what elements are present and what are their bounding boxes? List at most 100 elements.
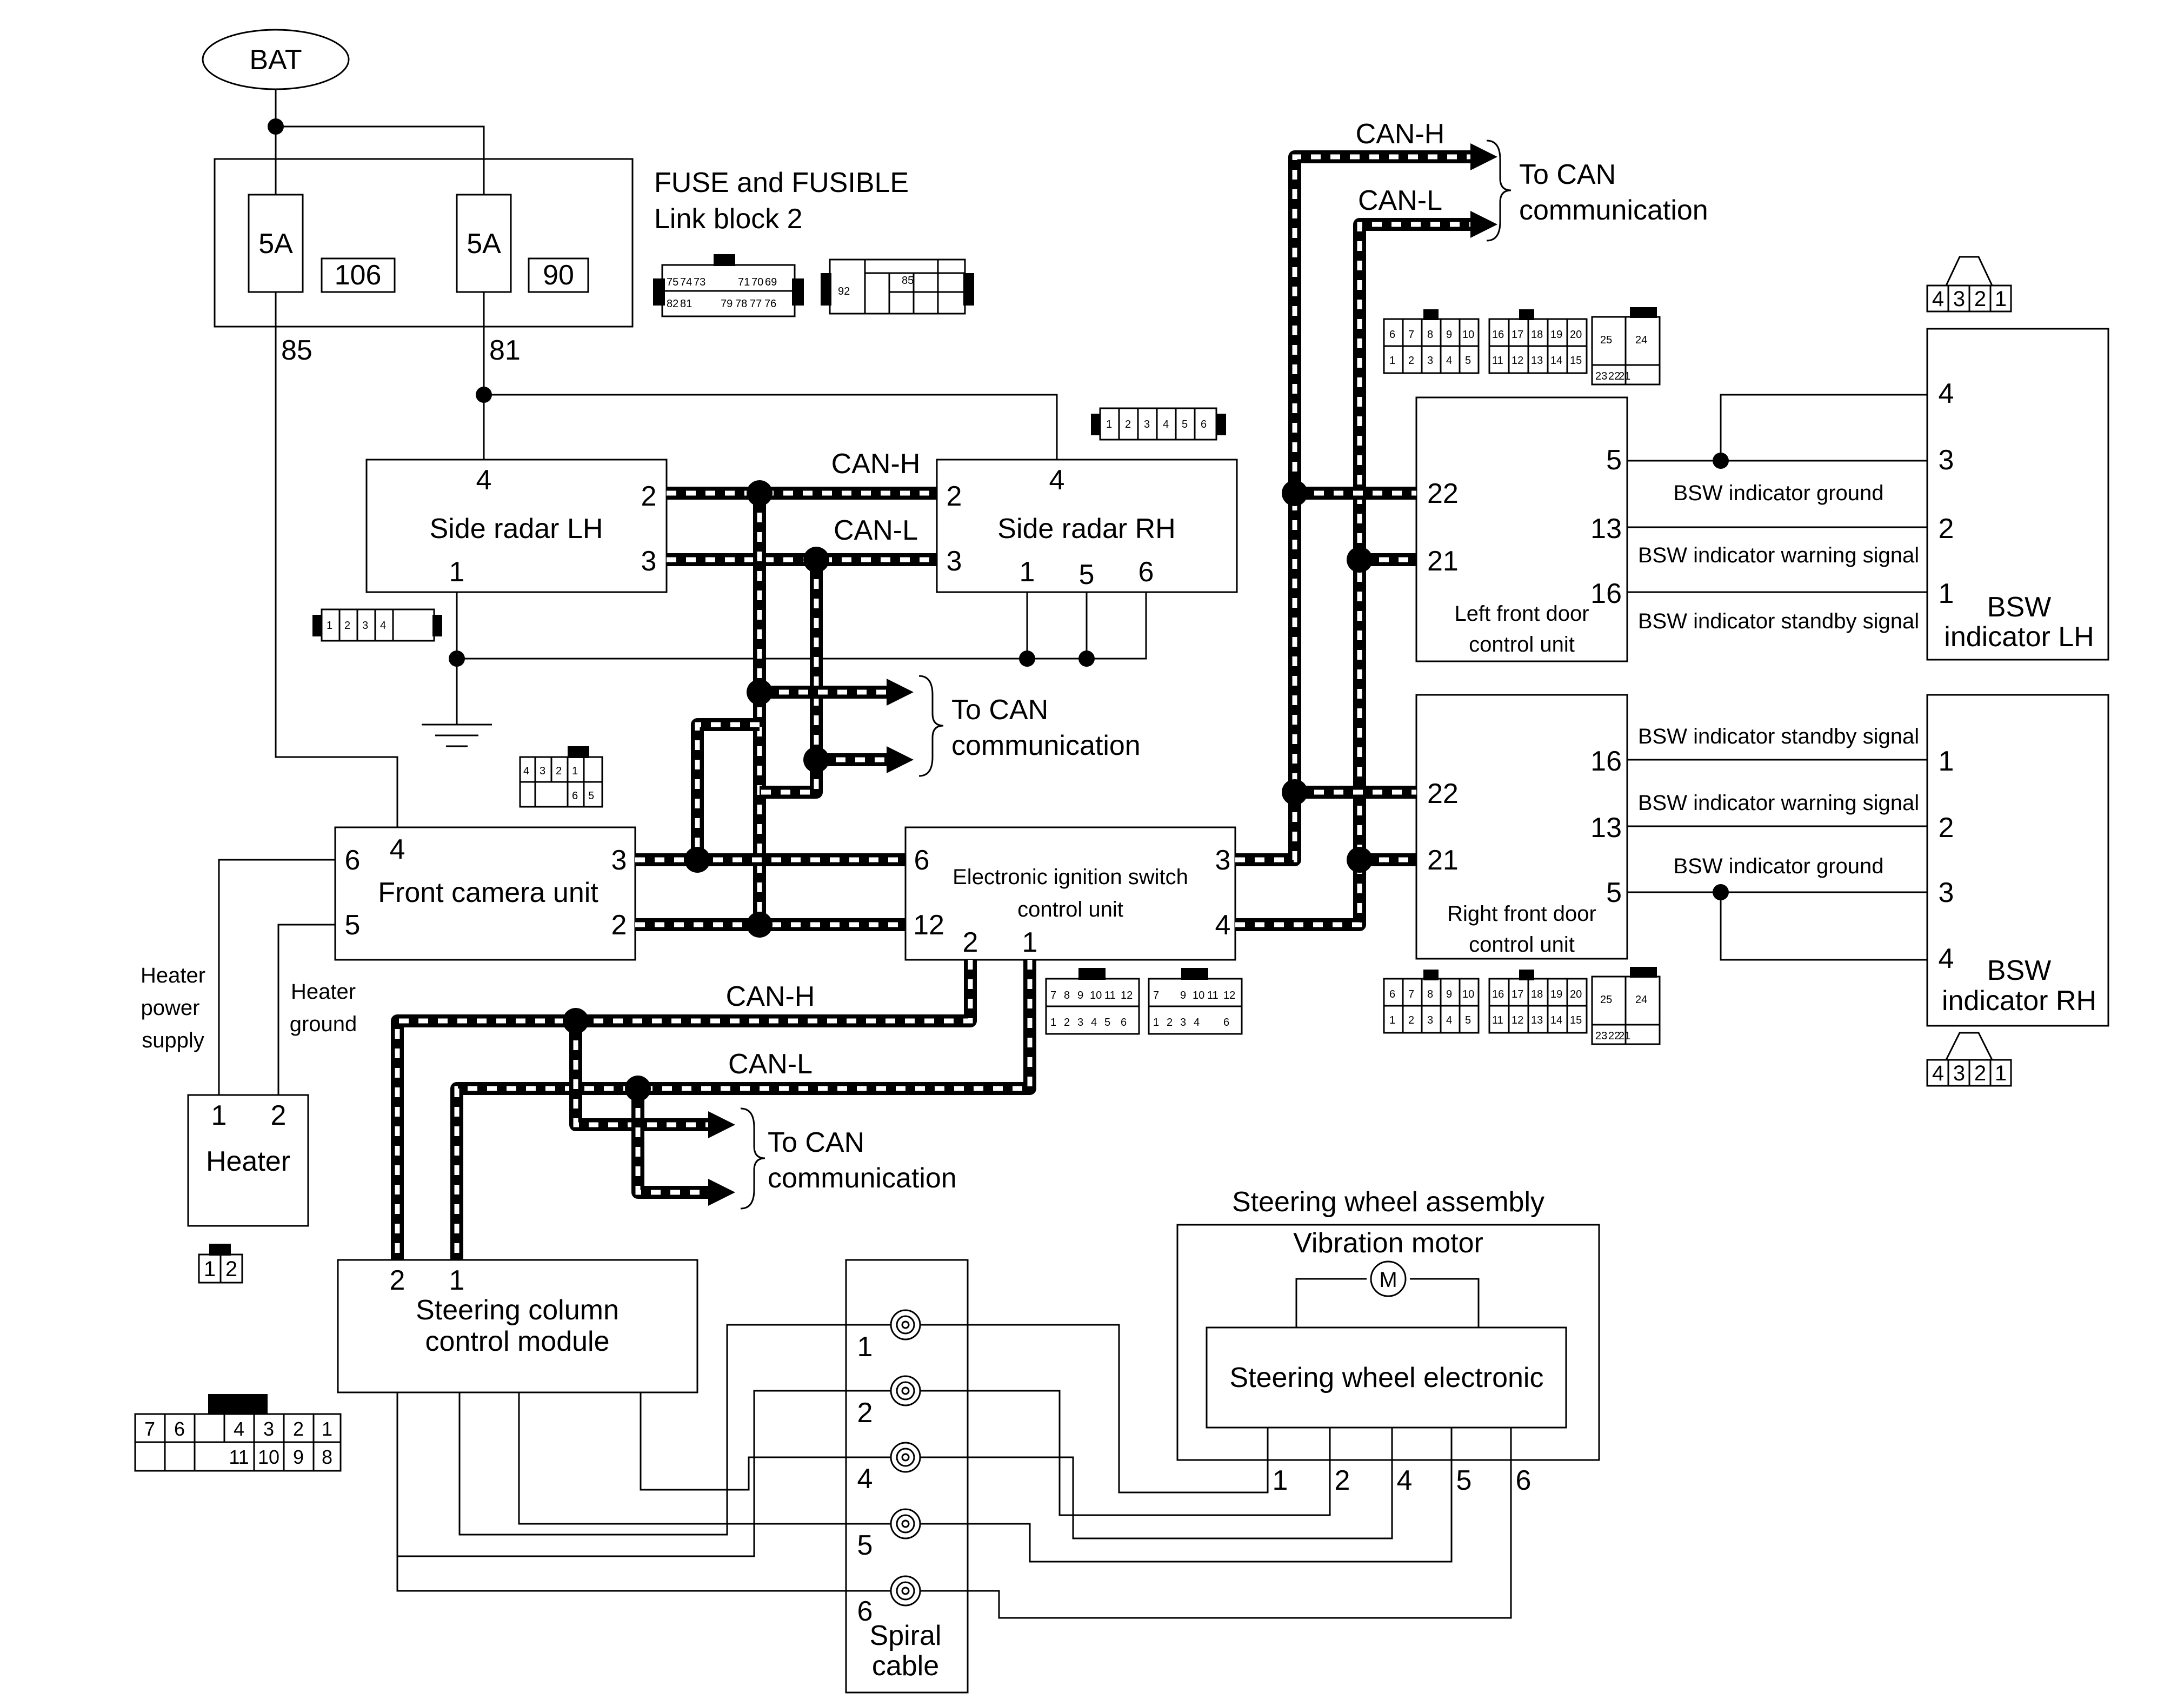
svg-text:6: 6 <box>1516 1465 1532 1496</box>
steering-column-connector: 7 6 4 3 2 1 11 10 9 8 <box>134 1394 342 1472</box>
svg-text:4: 4 <box>1397 1465 1413 1496</box>
svg-text:2: 2 <box>293 1418 304 1440</box>
svg-text:1: 1 <box>449 556 465 588</box>
svg-text:3: 3 <box>1427 1014 1433 1026</box>
steering-wheel-assembly: Steering wheel assembly Vibration motor … <box>1176 1186 1600 1496</box>
can-arrows <box>708 143 1497 1206</box>
svg-text:2: 2 <box>963 927 978 958</box>
steering-wheel-electronic-label: Steering wheel electronic <box>1230 1362 1544 1393</box>
svg-text:1: 1 <box>1995 287 2007 311</box>
svg-text:2: 2 <box>556 765 562 777</box>
left-door-connector-c: 25 24 23 22 21 <box>1591 307 1661 386</box>
svg-text:2: 2 <box>641 481 657 512</box>
can-h-label-scm: CAN-H <box>726 981 815 1012</box>
fuse-106-number: 106 <box>335 260 382 291</box>
steering-wheel-assembly-label: Steering wheel assembly <box>1232 1186 1544 1218</box>
spiral-coil-icon <box>890 1508 921 1539</box>
svg-text:1: 1 <box>327 620 332 632</box>
svg-text:2: 2 <box>1167 1017 1173 1028</box>
svg-text:16: 16 <box>1492 329 1504 341</box>
svg-text:7: 7 <box>1408 329 1414 341</box>
svg-text:4: 4 <box>523 765 529 777</box>
svg-text:7: 7 <box>144 1418 155 1440</box>
svg-text:79: 79 <box>721 298 733 310</box>
svg-text:3: 3 <box>611 845 627 876</box>
svg-text:1: 1 <box>1106 419 1112 430</box>
svg-text:1: 1 <box>449 1265 465 1296</box>
spiral-coil-icon <box>890 1309 921 1340</box>
svg-text:92: 92 <box>838 286 850 297</box>
svg-text:4: 4 <box>1932 1061 1944 1085</box>
svg-text:69: 69 <box>765 276 777 288</box>
svg-text:5: 5 <box>1465 1014 1471 1026</box>
svg-text:6: 6 <box>1138 556 1154 588</box>
fuse-106-rating: 5A <box>258 228 293 260</box>
svg-text:power: power <box>141 996 200 1020</box>
svg-text:9: 9 <box>1077 990 1083 1001</box>
side-radar-rh: Side radar RH 4 2 3 1 5 6 <box>936 459 1238 593</box>
svg-text:24: 24 <box>1635 994 1647 1006</box>
spiral-coil-icon <box>890 1442 921 1473</box>
right-door-connector-c: 25 24 23 22 21 <box>1591 967 1661 1045</box>
svg-text:13: 13 <box>1590 812 1622 844</box>
svg-text:To CAN: To CAN <box>768 1127 864 1158</box>
svg-text:82: 82 <box>667 298 678 310</box>
svg-text:communication: communication <box>768 1163 957 1194</box>
ground-symbol <box>422 724 492 747</box>
bsw-lh-signal-ground: BSW indicator ground <box>1673 481 1883 505</box>
svg-text:4: 4 <box>1932 287 1944 311</box>
svg-text:81: 81 <box>680 298 692 310</box>
bsw-rh-signal-standby: BSW indicator standby signal <box>1638 725 1919 748</box>
to-can-group-top: To CAN communication <box>1486 140 1708 242</box>
svg-text:11: 11 <box>1492 1014 1503 1026</box>
svg-text:3: 3 <box>1180 1017 1186 1028</box>
can-h-label-radar: CAN-H <box>831 448 921 480</box>
svg-text:22: 22 <box>1608 370 1620 382</box>
svg-text:17: 17 <box>1512 329 1523 341</box>
spiral-cable-label-line1: Spiral <box>870 1620 942 1651</box>
svg-text:10: 10 <box>1193 990 1204 1001</box>
battery-label: BAT <box>249 44 302 76</box>
svg-text:85: 85 <box>902 275 914 287</box>
svg-text:communication: communication <box>951 730 1141 761</box>
to-can-group-bottom: To CAN communication <box>740 1107 957 1210</box>
can-h-label-door: CAN-H <box>1356 118 1445 150</box>
svg-text:3: 3 <box>1953 1061 1965 1085</box>
svg-text:2: 2 <box>947 481 962 512</box>
can-l-label-scm: CAN-L <box>728 1048 813 1080</box>
eis-label-line1: Electronic ignition switch <box>953 865 1188 889</box>
svg-text:14: 14 <box>1550 355 1562 367</box>
can-l-label-door: CAN-L <box>1358 185 1442 216</box>
bsw-indicator-rh: BSW indicator RH 1 2 3 4 <box>1926 694 2109 1027</box>
svg-text:9: 9 <box>1446 988 1452 1000</box>
svg-text:8: 8 <box>1064 990 1070 1001</box>
fuse-106-pin: 85 <box>281 335 312 366</box>
fuse-90-number: 90 <box>543 260 574 291</box>
svg-text:6: 6 <box>345 845 361 876</box>
steering-column-label-line2: control module <box>425 1326 609 1357</box>
svg-text:2: 2 <box>1974 287 1986 311</box>
svg-text:12: 12 <box>1121 990 1133 1001</box>
svg-text:5: 5 <box>1456 1465 1472 1496</box>
bsw-lh-signal-warning: BSW indicator warning signal <box>1638 543 1919 567</box>
side-radar-lh: Side radar LH 4 2 3 1 <box>365 459 668 593</box>
svg-text:4: 4 <box>1163 419 1169 430</box>
svg-text:5: 5 <box>1182 419 1188 430</box>
svg-text:2: 2 <box>390 1265 405 1296</box>
svg-text:23: 23 <box>1595 370 1607 382</box>
svg-text:5: 5 <box>1104 1017 1110 1028</box>
arrow-right-icon <box>887 679 914 706</box>
spiral-coil-icon <box>890 1575 921 1607</box>
svg-text:supply: supply <box>142 1028 204 1052</box>
spiral-coil-icon <box>890 1375 921 1406</box>
svg-text:6: 6 <box>174 1418 185 1440</box>
svg-text:19: 19 <box>1550 988 1562 1000</box>
svg-text:18: 18 <box>1531 329 1543 341</box>
svg-text:5: 5 <box>1606 444 1622 476</box>
bsw-lh-signal-standby: BSW indicator standby signal <box>1638 609 1919 633</box>
svg-text:3: 3 <box>540 765 545 777</box>
svg-text:1: 1 <box>211 1100 227 1131</box>
svg-text:4: 4 <box>1049 464 1065 496</box>
fuse-90-pin: 81 <box>489 335 521 366</box>
svg-text:74: 74 <box>680 276 692 288</box>
